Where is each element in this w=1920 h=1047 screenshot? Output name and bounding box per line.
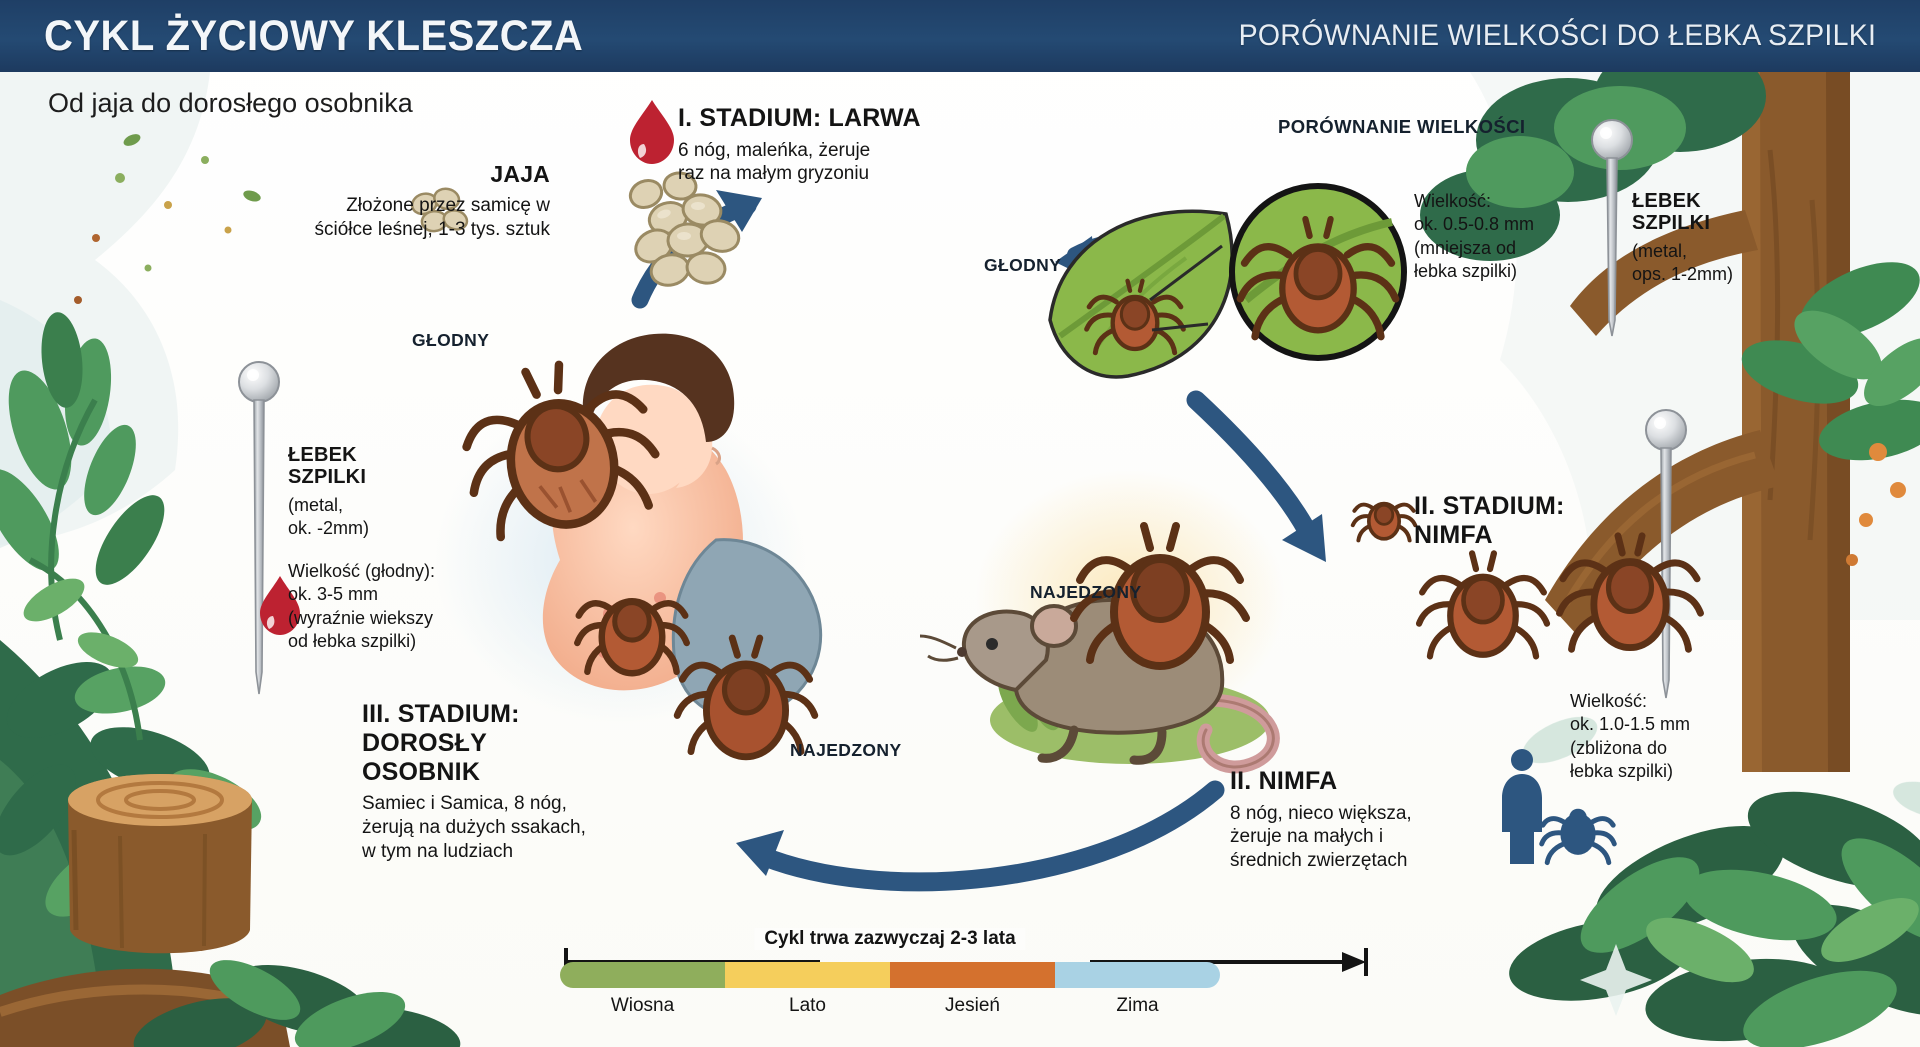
adult-size-line3: (wyraźnie wiekszy bbox=[288, 607, 434, 628]
nymph-desc-line1: 8 nóg, nieco większa, bbox=[1230, 802, 1412, 824]
larva-desc-line2: raz na małym gryzoniu bbox=[678, 163, 870, 185]
adult-text-block: III. STADIUM: DOROSŁY OSOBNIK Samiec i S… bbox=[362, 700, 662, 864]
season-label: Jesień bbox=[945, 995, 1000, 1016]
nymph-size-line4: łebka szpilki) bbox=[1570, 761, 1674, 782]
eggs-desc-line1: Złożone przez samicę w bbox=[346, 195, 550, 217]
adult-size-line2: ok. 3-5 mm bbox=[288, 584, 379, 605]
larva-text-block: I. STADIUM: LARWA 6 nóg, maleńka, żeruje… bbox=[678, 103, 1008, 186]
season-segment bbox=[890, 962, 1055, 988]
eggs-desc-line2: ściółce leśnej, 1-3 tys. sztuk bbox=[314, 218, 550, 240]
pin-right-note-line2: ops. 1-2mm) bbox=[1632, 264, 1734, 285]
nymph-heading-line2: NIMFA bbox=[1414, 520, 1493, 549]
nymph-text-block: II. NIMFA 8 nóg, nieco większa, żeruje n… bbox=[1230, 766, 1530, 873]
size-comparison-title: PORÓWNANIE WIELKOŚCI bbox=[1278, 116, 1526, 137]
pin-left-title-line2: SZPILKI bbox=[288, 466, 367, 489]
nymph-desc-line2: żeruje na małych i bbox=[1230, 826, 1384, 848]
season-label: Zima bbox=[1116, 995, 1159, 1016]
larva-size-line3: (mniejsza od bbox=[1414, 237, 1517, 258]
timeline-axis: Cykl trwa zazwyczaj 2-3 lata bbox=[560, 928, 1220, 956]
nymph-heading-line1: II. STADIUM: bbox=[1414, 492, 1565, 520]
seasons-bar bbox=[560, 962, 1220, 988]
nymph-title: II. NIMFA bbox=[1230, 767, 1338, 795]
pin-right-note-line1: (metal, bbox=[1632, 240, 1688, 261]
eggs-text-block: JAJA Złożone przez samicę w ściółce leśn… bbox=[290, 160, 550, 242]
adult-desc-line3: w tym na ludziach bbox=[362, 840, 514, 862]
adult-state-fed-label: NAJEDZONY bbox=[790, 740, 902, 760]
pin-right-title-line1: ŁEBEK bbox=[1632, 190, 1701, 212]
eggs-label: JAJA bbox=[490, 161, 550, 187]
season-segment bbox=[1055, 962, 1220, 988]
pin-left-note-line1: (metal, bbox=[288, 494, 344, 515]
pin-right-label-block: ŁEBEK SZPILKI (metal, ops. 1-2mm) bbox=[1632, 190, 1782, 287]
adult-heading-line2: DOROSŁY bbox=[362, 729, 488, 757]
nymph-heading-block: II. STADIUM: NIMFA bbox=[1414, 492, 1664, 549]
nymph-size-line1: Wielkość: bbox=[1570, 691, 1648, 711]
adult-heading-line1: III. STADIUM: bbox=[362, 700, 520, 728]
adult-state-hungry-label: GŁODNY bbox=[412, 330, 490, 350]
nymph-desc-line3: średnich zwierzętach bbox=[1230, 850, 1408, 872]
adult-desc-line1: Samiec i Samica, 8 nóg, bbox=[362, 793, 567, 814]
season-segment bbox=[725, 962, 890, 988]
larva-desc-line1: 6 nóg, maleńka, żeruje bbox=[678, 139, 871, 161]
nymph-size-line2: ok. 1.0-1.5 mm bbox=[1570, 714, 1691, 735]
page-subtitle: Od jaja do dorosłego osobnika bbox=[48, 88, 413, 118]
page-title: CYKL ŻYCIOWY KLESZCZA bbox=[44, 11, 584, 60]
season-segment bbox=[560, 962, 725, 988]
larva-state-hungry-label: GŁODNY bbox=[984, 255, 1062, 275]
pin-left-label-block: ŁEBEK SZPILKI (metal, ok. -2mm) bbox=[288, 444, 488, 541]
nymph-size-line3: (zbliżona do bbox=[1570, 737, 1668, 758]
page-header: CYKL ŻYCIOWY KLESZCZA PORÓWNANIE WIELKOŚ… bbox=[0, 0, 1920, 72]
larva-size-line4: łebka szpilki) bbox=[1414, 261, 1518, 282]
pin-left-note-line2: ok. -2mm) bbox=[288, 518, 369, 539]
adult-size-block: Wielkość (głodny): ok. 3-5 mm (wyraźnie … bbox=[288, 560, 538, 654]
larva-size-block: Wielkość: ok. 0.5-0.8 mm (mniejsza od łe… bbox=[1414, 190, 1604, 284]
larva-size-line1: Wielkość: bbox=[1414, 191, 1492, 211]
timeline: Cykl trwa zazwyczaj 2-3 lata Wiosna Lato J… bbox=[560, 928, 1220, 1017]
timeline-label: Cykl trwa zazwyczaj 2-3 lata bbox=[754, 928, 1026, 950]
pin-left-title-line1: ŁEBEK bbox=[288, 444, 357, 466]
nymph-state-fed-label: NAJEDZONY bbox=[1030, 582, 1142, 602]
adult-heading-line3: OSOBNIK bbox=[362, 758, 481, 786]
season-label: Wiosna bbox=[610, 995, 675, 1016]
header-subtitle-right: PORÓWNANIE WIELKOŚCI DO ŁEBKA SZPILKI bbox=[1238, 19, 1876, 52]
adult-size-line1: Wielkość (głodny): bbox=[288, 561, 436, 581]
larva-size-line2: ok. 0.5-0.8 mm bbox=[1414, 214, 1535, 235]
adult-size-line4: od łebka szpilki) bbox=[288, 631, 417, 652]
nymph-size-block: Wielkość: ok. 1.0-1.5 mm (zbliżona do łe… bbox=[1570, 690, 1770, 784]
pin-right-title-line2: SZPILKI bbox=[1632, 212, 1711, 235]
adult-desc-line2: żerują na dużych ssakach, bbox=[362, 816, 586, 838]
season-label: Lato bbox=[789, 995, 826, 1016]
season-names: Wiosna Lato Jesień Zima bbox=[560, 995, 1220, 1017]
larva-heading: I. STADIUM: LARWA bbox=[678, 104, 921, 132]
